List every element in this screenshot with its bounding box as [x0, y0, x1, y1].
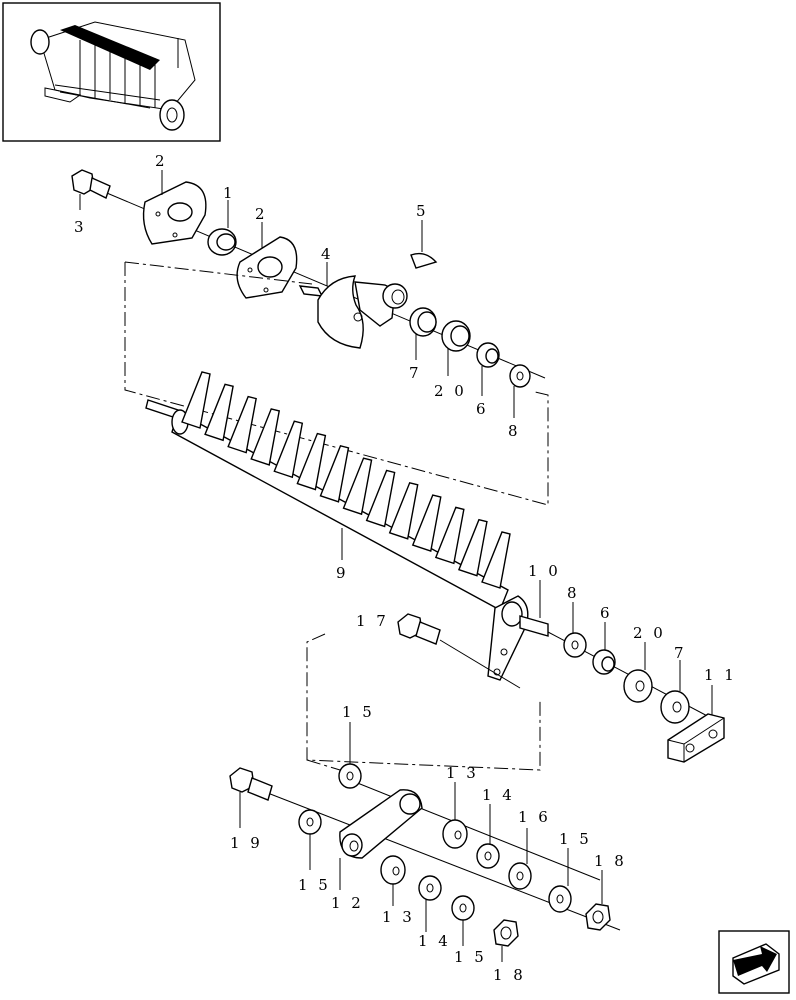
label-14a: 1 4 [482, 786, 515, 804]
washer-15c [548, 848, 572, 913]
washer-14a [476, 804, 500, 869]
label-4: 4 [321, 245, 334, 263]
bushing-7b [660, 660, 690, 724]
label-8a: 8 [508, 422, 521, 440]
label-16: 1 6 [518, 808, 551, 826]
flange-plate-2a [142, 170, 207, 245]
tine [227, 395, 257, 454]
label-15c: 1 5 [559, 830, 592, 848]
bolt-3 [71, 169, 111, 210]
label-15b: 1 5 [298, 876, 331, 894]
label-15a: 1 5 [342, 703, 375, 721]
label-13b: 1 3 [382, 908, 415, 926]
label-18b: 1 8 [493, 966, 526, 984]
label-7a: 7 [409, 364, 422, 382]
bushing-7a [409, 307, 437, 360]
bracket-11 [667, 685, 725, 763]
tine [342, 457, 373, 516]
washer-8a [509, 364, 531, 418]
bearing-1 [207, 200, 237, 256]
baler-pickup-thumbnail [2, 2, 221, 142]
label-19: 1 9 [230, 834, 263, 852]
washer-15d [451, 895, 475, 946]
label-14b: 1 4 [418, 932, 451, 950]
cam-arm-4 [298, 262, 408, 349]
bearing-20a [441, 320, 471, 376]
washer-15a [338, 722, 362, 789]
tine-bar-9 [145, 371, 549, 681]
nut-18a [585, 870, 611, 931]
label-5: 5 [416, 202, 429, 220]
tine [411, 494, 442, 552]
label-13a: 1 3 [446, 764, 479, 782]
nut-6b [592, 622, 616, 675]
tine [181, 371, 211, 429]
label-20a: 2 0 [434, 382, 467, 400]
spacer-13a [442, 782, 468, 849]
bolt-17 [397, 613, 521, 689]
tine [296, 432, 327, 491]
washer-16 [508, 828, 532, 890]
bolt-19 [229, 767, 273, 828]
washer-8b [563, 602, 587, 658]
label-10: 1 0 [528, 562, 561, 580]
label-20b: 2 0 [633, 624, 666, 642]
tine [457, 518, 488, 577]
tine [481, 531, 511, 589]
label-15d: 1 5 [454, 948, 487, 966]
tine [273, 420, 304, 479]
dash-envelope-upper [124, 262, 549, 506]
label-2a: 2 [155, 152, 168, 170]
key-5 [410, 220, 438, 269]
spacer-13b [380, 855, 406, 906]
label-3: 3 [74, 218, 87, 236]
tine [319, 445, 350, 503]
label-12: 1 2 [331, 894, 364, 912]
label-7b: 7 [674, 644, 687, 662]
label-8b: 8 [567, 584, 580, 602]
link-12 [339, 789, 423, 890]
label-18a: 1 8 [594, 852, 627, 870]
flange-plate-2b [236, 222, 298, 299]
tine [388, 481, 419, 540]
washer-15b [298, 809, 322, 870]
label-17: 1 7 [356, 612, 389, 630]
label-2b: 2 [255, 205, 268, 223]
tine [434, 506, 465, 565]
tine [250, 408, 281, 466]
nut-18b [493, 919, 519, 962]
washer-14b [418, 875, 442, 932]
bearing-20b [623, 642, 653, 703]
label-9: 9 [336, 564, 349, 582]
label-11: 1 1 [704, 666, 737, 684]
tine [365, 469, 396, 528]
nut-6a [476, 342, 500, 396]
label-6a: 6 [476, 400, 489, 418]
arrow-next-page-icon[interactable] [718, 930, 790, 994]
label-6b: 6 [600, 604, 613, 622]
tine [204, 383, 234, 442]
label-1: 1 [223, 184, 236, 202]
